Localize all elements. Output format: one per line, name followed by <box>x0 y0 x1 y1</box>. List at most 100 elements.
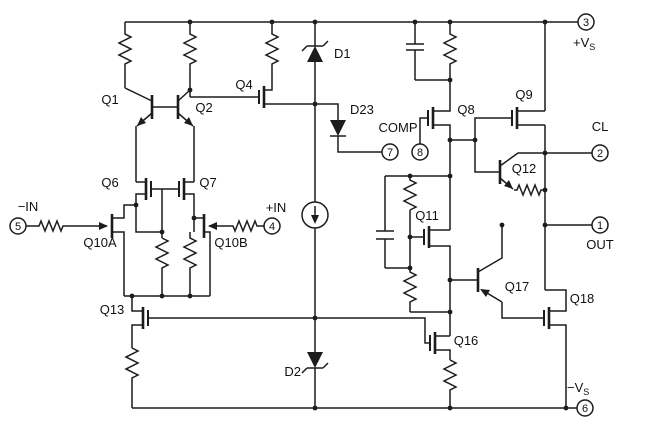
q6-leads <box>135 181 163 238</box>
q16-label: Q16 <box>454 333 479 348</box>
q13-mosfet-symbol <box>131 296 430 348</box>
q8-leads <box>419 80 451 230</box>
resistors <box>36 22 545 408</box>
resistor <box>124 347 140 408</box>
q12-emitter-arrow <box>504 180 513 189</box>
capacitor-comp <box>376 175 450 269</box>
in-plus-label: +IN <box>266 200 287 215</box>
q7-mosfet-symbol <box>162 178 195 232</box>
resistor <box>182 232 198 296</box>
junction-dots <box>129 19 569 411</box>
q7-leads <box>162 181 195 232</box>
q10b-leads <box>194 217 211 296</box>
q16-mosfet-symbol <box>429 332 451 360</box>
diode-triangle <box>330 120 346 136</box>
positive-supply-rail <box>125 21 578 111</box>
output-rail <box>544 125 592 290</box>
pin-2-circle <box>591 144 609 162</box>
vs-minus-label: −VS <box>567 380 589 397</box>
q18-leads <box>545 289 567 408</box>
pin-6-number: 6 <box>582 403 588 415</box>
diode-triangle <box>307 352 323 368</box>
in-minus-label: −IN <box>18 199 39 214</box>
q17-emitter-arrow <box>480 289 490 297</box>
q17-bjt-symbol <box>450 225 544 319</box>
q8-label: Q8 <box>457 102 474 117</box>
current-source-arrowhead <box>311 215 319 224</box>
q9-mosfet-symbol <box>450 107 545 173</box>
resistor <box>442 22 458 80</box>
q17-leads <box>450 225 544 319</box>
q6-mosfet-symbol <box>135 178 163 238</box>
q7-label: Q7 <box>199 175 216 190</box>
q18-label: Q18 <box>570 291 595 306</box>
cl-label: CL <box>592 119 609 134</box>
d1-label: D1 <box>334 46 351 61</box>
pin-3-circle <box>577 13 595 31</box>
q2-label: Q2 <box>195 100 212 115</box>
capacitor-plates <box>376 230 394 240</box>
d2-label: D2 <box>284 364 301 379</box>
pin-terminal-2: 2 <box>591 144 609 162</box>
q9-label: Q9 <box>515 87 532 102</box>
vs-plus-sub: S <box>589 42 595 52</box>
q4-label: Q4 <box>235 77 252 92</box>
pin-6-circle <box>576 399 594 417</box>
q12-label: Q12 <box>512 161 537 176</box>
capacitor-top <box>406 22 450 81</box>
component-labels: Q1 Q2 Q4 Q6 Q7 Q8 Q9 Q10A Q10B Q11 Q12 Q… <box>18 35 614 397</box>
pin-4-number: 4 <box>269 221 275 233</box>
power-rails <box>125 21 592 409</box>
pin-2-number: 2 <box>597 148 603 160</box>
zener-bar <box>301 40 329 52</box>
q1-label: Q1 <box>101 92 118 107</box>
q10b-label: Q10B <box>214 235 247 250</box>
resistor <box>228 218 260 234</box>
pin-terminal-8: 8 <box>411 143 429 161</box>
q2-emitter-arrow <box>184 117 193 126</box>
diode-triangle <box>307 46 323 62</box>
current-source <box>301 104 329 229</box>
q10a-label: Q10A <box>83 235 117 250</box>
pin-terminal-1: 1 <box>591 216 609 234</box>
q12-bjt-symbol <box>498 152 545 190</box>
q16-leads <box>435 335 451 360</box>
capacitor-leads <box>414 22 450 81</box>
q10b-jfet-symbol <box>194 214 217 296</box>
q10a-leads <box>112 204 210 297</box>
zener-bar <box>301 362 329 374</box>
pin-7-number: 7 <box>387 147 393 159</box>
q4-mosfet-symbol <box>190 72 315 108</box>
pin-terminal-5: 5 <box>9 217 27 235</box>
diode-leads <box>315 103 382 153</box>
diode-d23 <box>315 103 382 153</box>
q1-emitter-arrow <box>137 117 146 126</box>
q10b-gate-arrow <box>208 222 217 230</box>
vs-minus-sub: S <box>583 387 589 397</box>
pin-terminal-7: 7 <box>381 143 399 161</box>
capacitor-leads <box>384 175 450 269</box>
pin-terminal-4: 4 <box>263 217 281 235</box>
q1-bjt-symbol <box>124 87 154 182</box>
q2-leads <box>152 89 195 182</box>
pin-8-circle <box>411 143 429 161</box>
out-label: OUT <box>586 237 614 252</box>
pin-1-number: 1 <box>597 220 603 232</box>
q13-leads <box>131 296 430 348</box>
q4-leads <box>190 72 315 105</box>
resistor <box>514 182 545 198</box>
pin-3-number: 3 <box>583 17 589 29</box>
pin-5-circle <box>9 217 27 235</box>
resistor <box>36 218 68 234</box>
resistor <box>402 268 418 312</box>
pin-5-number: 5 <box>15 221 21 233</box>
resistor <box>117 22 133 88</box>
resistor <box>264 22 280 72</box>
resistor <box>402 176 418 211</box>
pin-1-circle <box>591 216 609 234</box>
vs-plus-main: +V <box>573 35 590 50</box>
q2-bjt-symbol <box>152 89 195 182</box>
vs-minus-main: −V <box>567 380 584 395</box>
